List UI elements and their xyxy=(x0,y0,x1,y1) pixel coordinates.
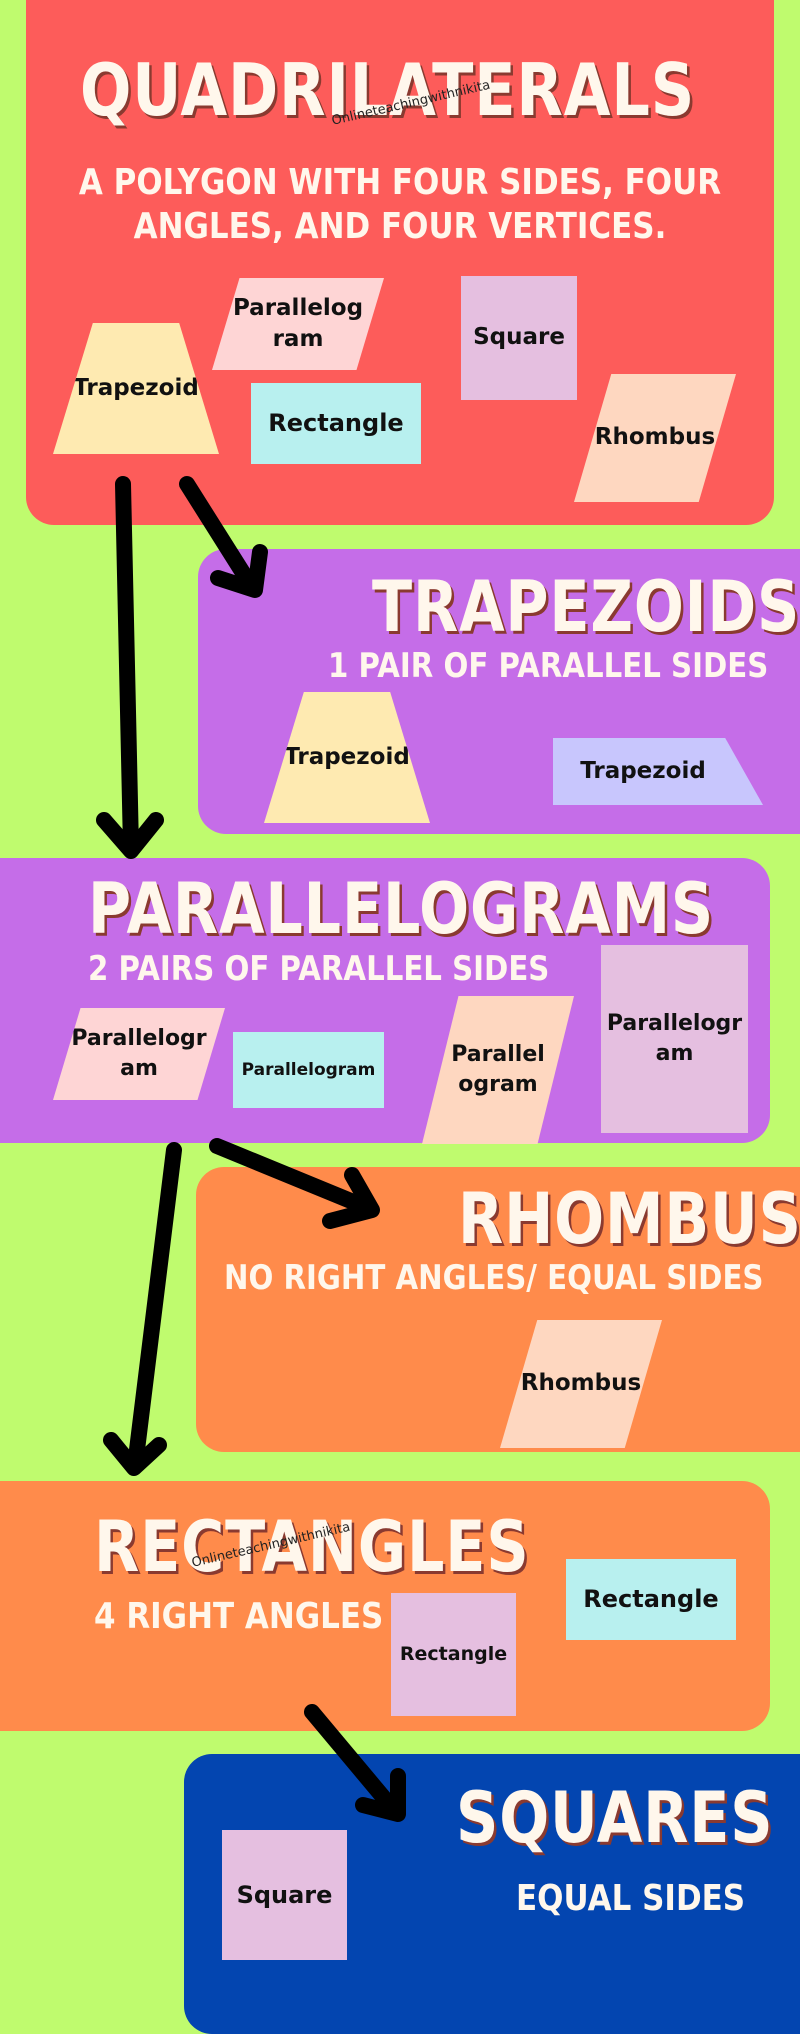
parallelogram-shape: Parallelog ram xyxy=(212,278,384,370)
arrow-to-rectangles xyxy=(103,1142,182,1476)
rectangles-title: RECTANGLES xyxy=(94,1506,530,1588)
parallelogram-shape-1: Parallelogr am xyxy=(53,1008,225,1100)
quadrilaterals-title: QUADRILATERALS xyxy=(80,48,696,132)
rhombus-panel xyxy=(196,1167,800,1452)
parallelogram-shape-4: Parallelogr am xyxy=(601,945,748,1133)
rectangle-shape: Rectangle xyxy=(251,383,421,464)
arrow-to-trapezoids xyxy=(179,476,268,598)
quadrilaterals-subtitle-line1: A POLYGON WITH FOUR SIDES, FOUR xyxy=(78,162,722,203)
square-shape-1: Square xyxy=(222,1830,347,1960)
parallelograms-subtitle: 2 PAIRS OF PARALLEL SIDES xyxy=(88,949,550,989)
square-shape: Square xyxy=(461,276,577,400)
trapezoids-subtitle: 1 PAIR OF PARALLEL SIDES xyxy=(328,646,769,686)
rectangles-subtitle: 4 RIGHT ANGLES xyxy=(94,1596,384,1637)
squares-title: SQUARES xyxy=(456,1777,774,1859)
rhombus-subtitle: NO RIGHT ANGLES/ EQUAL SIDES xyxy=(224,1258,764,1298)
trapezoid-shape-2: Trapezoid xyxy=(553,738,763,805)
arrow-to-squares xyxy=(304,1704,406,1822)
rhombus-title: RHOMBUS xyxy=(458,1178,800,1260)
parallelogram-shape-2: Parallelogram xyxy=(233,1032,384,1108)
quadrilaterals-subtitle-line2: ANGLES, AND FOUR VERTICES. xyxy=(133,206,667,247)
parallelograms-title: PARALLELOGRAMS xyxy=(88,868,715,950)
trapezoids-title: TRAPEZOIDS xyxy=(372,566,800,648)
arrow-to-rhombus xyxy=(209,1138,380,1229)
rectangle-shape-2: Rectangle xyxy=(391,1593,516,1716)
rectangle-shape-1: Rectangle xyxy=(566,1559,736,1640)
arrow-to-parallelograms xyxy=(96,476,164,859)
squares-subtitle: EQUAL SIDES xyxy=(516,1878,746,1919)
